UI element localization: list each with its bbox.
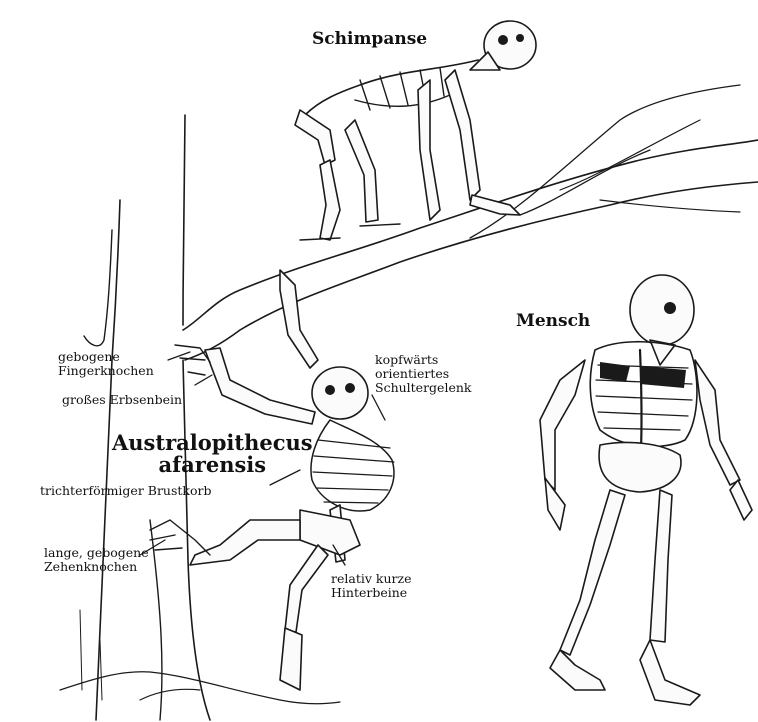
toe-bones-label-line1: lange, gebogene bbox=[44, 546, 149, 560]
hind-legs-label-line1: relativ kurze bbox=[331, 572, 411, 586]
chimpanzee-label: Schimpanse bbox=[312, 30, 427, 49]
human-skeleton bbox=[540, 275, 752, 705]
finger-bones-label-line1: gebogene bbox=[58, 350, 154, 364]
hind-legs-label-line2: Hinterbeine bbox=[331, 586, 411, 600]
toe-bones-label: lange, gebogene Zehenknochen bbox=[44, 546, 149, 574]
chest-label: trichterförmiger Brustkorb bbox=[40, 484, 212, 498]
australopithecus-label: Australopithecus afarensis bbox=[112, 432, 313, 476]
shoulder-joint-label-line3: Schultergelenk bbox=[375, 381, 471, 395]
toe-bones-label-line2: Zehenknochen bbox=[44, 560, 149, 574]
finger-bones-label-line2: Fingerknochen bbox=[58, 364, 154, 378]
finger-bones-label: gebogene Fingerknochen bbox=[58, 350, 154, 378]
hind-legs-label: relativ kurze Hinterbeine bbox=[331, 572, 411, 600]
shoulder-joint-label-line1: kopfwärts bbox=[375, 353, 471, 367]
human-label: Mensch bbox=[516, 312, 590, 331]
australopithecus-label-line1: Australopithecus bbox=[112, 432, 313, 454]
chimpanzee-skeleton bbox=[295, 21, 536, 240]
shoulder-joint-label-line2: orientiertes bbox=[375, 367, 471, 381]
pisiform-label: großes Erbsenbein bbox=[62, 393, 182, 407]
shoulder-joint-label: kopfwärts orientiertes Schultergelenk bbox=[375, 353, 471, 395]
australopithecus-label-line2: afarensis bbox=[112, 454, 313, 476]
